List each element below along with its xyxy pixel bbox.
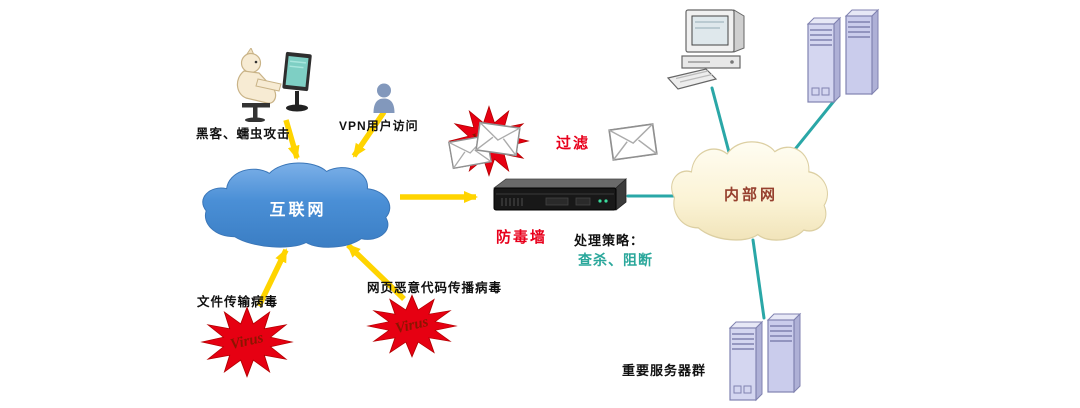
arrow-vpn-to-internet xyxy=(351,110,387,158)
envelope-icon xyxy=(608,123,658,161)
firewall-label: 防毒墙 xyxy=(496,229,548,246)
arrow-webvirus-to-internet xyxy=(346,243,406,301)
strategy-title: 处理策略： xyxy=(574,233,645,248)
desktop-computer-icon xyxy=(666,9,745,90)
vpn-user-icon xyxy=(373,83,395,113)
internal-network-label: 内部网 xyxy=(723,186,779,204)
internet-label: 互联网 xyxy=(269,201,327,219)
virus-burst-file: Virus xyxy=(200,306,294,378)
arrow-hacker-to-internet xyxy=(283,119,300,160)
link-internal-to-computer xyxy=(710,86,732,158)
vpn-user-label: VPN用户访问 xyxy=(339,119,419,133)
internal-network-cloud: 内部网 xyxy=(666,136,836,248)
hacker-workstation-icon xyxy=(236,48,312,122)
server-group-icon xyxy=(728,312,802,402)
virus-burst-web: Virus xyxy=(366,294,458,358)
link-internal-to-towers xyxy=(786,94,840,160)
internet-cloud: 互联网 xyxy=(196,158,400,254)
link-internal-to-servergroup xyxy=(751,238,766,320)
filter-label: 过滤 xyxy=(556,135,591,152)
firewall-appliance-icon xyxy=(492,178,628,211)
web-virus-label: 网页恶意代码传播病毒 xyxy=(367,281,503,295)
strategy-detail: 查杀、阻断 xyxy=(578,252,653,268)
arrow-filevirus-to-internet xyxy=(256,248,289,308)
hacker-label: 黑客、蠕虫攻击 xyxy=(196,127,291,141)
server-towers-icon xyxy=(806,8,880,104)
envelope-icon xyxy=(475,121,521,157)
server-group-label: 重要服务器群 xyxy=(622,363,707,378)
file-virus-label: 文件传输病毒 xyxy=(197,295,279,309)
